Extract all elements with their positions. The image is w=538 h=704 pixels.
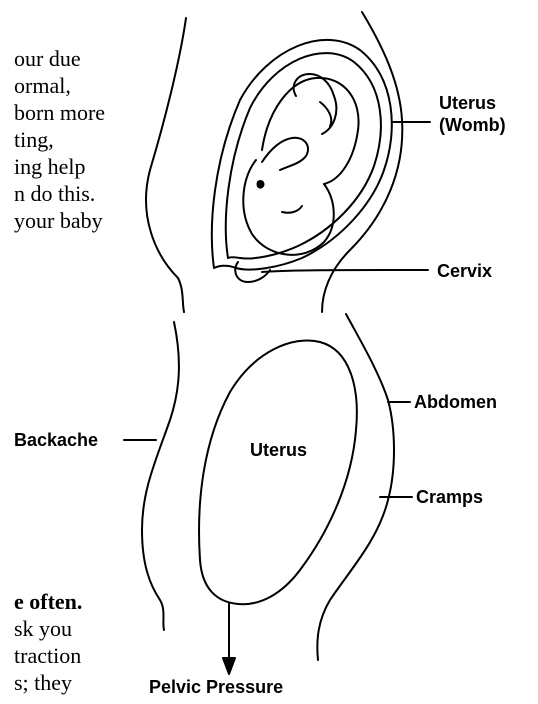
bottom-back-outline	[142, 322, 179, 630]
top-belly-outline	[322, 12, 402, 312]
bottom-abdomen-outline	[317, 314, 394, 660]
fetus-arm	[262, 138, 308, 170]
cramps-label: Cramps	[416, 486, 483, 508]
pelvic-pressure-arrowhead	[223, 658, 235, 674]
uterus-bottom	[199, 340, 357, 604]
cervix-leader	[262, 270, 428, 272]
uterus-womb-label-line-2: (Womb)	[439, 114, 506, 136]
uterus-womb-label-line-1: Uterus	[439, 92, 496, 114]
fetus-head	[243, 160, 333, 255]
top-back-outline	[146, 18, 186, 312]
pelvic-pressure-label: Pelvic Pressure	[149, 676, 283, 698]
uterus-label: Uterus	[250, 439, 307, 461]
fetus-foot	[320, 102, 331, 126]
fetus-body	[262, 78, 359, 184]
cervix-label: Cervix	[437, 260, 492, 282]
fetus-mouth	[282, 206, 302, 213]
backache-label: Backache	[14, 429, 98, 451]
fetus-eye	[257, 181, 263, 188]
abdomen-label: Abdomen	[414, 391, 497, 413]
